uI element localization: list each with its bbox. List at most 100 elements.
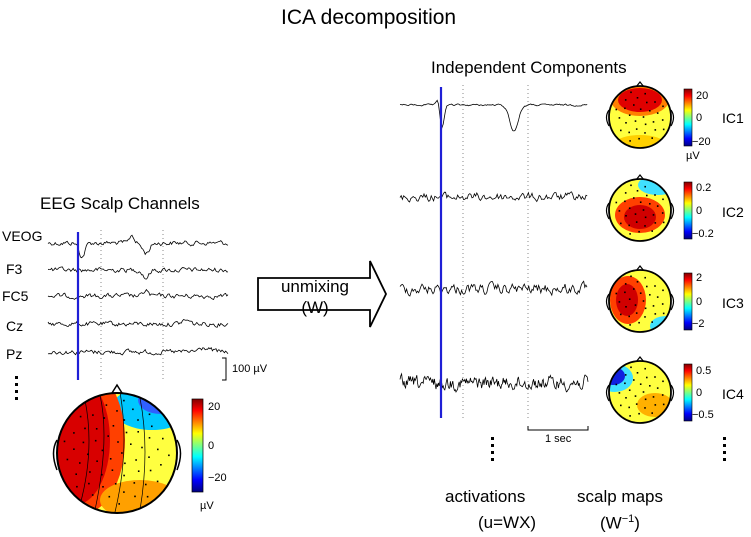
electrode-dot	[630, 366, 632, 369]
ic2-scalp-map	[605, 174, 693, 242]
pz-trace	[47, 347, 229, 356]
ic3-label: IC3	[722, 295, 744, 311]
ic4-tick-bottom: −0.5	[692, 409, 714, 421]
electrode-dot	[644, 216, 647, 219]
electrode-dot	[633, 379, 635, 381]
electrode-dot	[646, 101, 648, 104]
eeg-colorbar-tick-bottom: −20	[208, 472, 227, 484]
electrode-dot	[79, 462, 81, 464]
electrode-dot	[644, 225, 646, 227]
electrode-dot	[145, 483, 147, 486]
electrode-dot	[661, 119, 664, 121]
electrode-dot	[112, 425, 115, 427]
ic2-tick-bottom: −0.2	[692, 228, 714, 240]
electrode-dot	[615, 201, 618, 204]
electrode-dot	[628, 207, 631, 209]
ic1-trace	[399, 99, 588, 132]
electrode-dot	[652, 214, 655, 216]
electrode-dot	[651, 412, 653, 414]
electrode-dot	[656, 205, 659, 207]
electrode-dot	[133, 482, 136, 484]
electrode-dot	[642, 116, 645, 118]
electrode-dot	[88, 482, 90, 485]
ic2-tick-top: 0.2	[696, 182, 712, 194]
electrode-dot	[628, 114, 631, 116]
ic2-tick-mid: 0	[696, 205, 703, 217]
electrode-dot	[630, 91, 632, 94]
electrode-dot	[162, 437, 164, 440]
electrode-dot	[132, 408, 134, 411]
ic1-tick-bottom: −20	[692, 136, 711, 148]
electrode-dot	[149, 469, 152, 472]
electrode-dot	[123, 491, 125, 493]
electrode-dot	[661, 212, 664, 214]
electrode-dot	[628, 131, 630, 134]
electrode-dot	[116, 410, 118, 412]
electrode-dot	[82, 441, 85, 444]
channel-label-pz: Pz	[6, 346, 23, 362]
electrode-dot	[636, 190, 639, 192]
electrode-dot	[654, 376, 656, 378]
electrode-dot	[661, 303, 664, 305]
electrode-dot	[656, 112, 659, 114]
electrode-dot	[654, 313, 657, 315]
electrode-dot	[95, 428, 98, 430]
electrode-dot	[656, 387, 659, 389]
ic-traces	[399, 85, 726, 461]
electrode-dot	[125, 431, 128, 434]
channel-label-f3: F3	[6, 261, 23, 277]
more-channels-ellipsis	[15, 376, 18, 400]
arrow-label-unmixing: unmixing	[280, 277, 350, 296]
electrode-dot	[635, 221, 638, 223]
electrode-dot	[634, 120, 637, 122]
electrode-dot	[87, 453, 89, 456]
voltage-scale-label: 100 µV	[232, 363, 268, 375]
electrode-dot	[646, 194, 648, 197]
ic2-label: IC2	[722, 204, 744, 220]
electrode-dot	[94, 439, 97, 442]
ic4-tick-top: 0.5	[696, 365, 712, 377]
electrode-dot	[651, 137, 653, 139]
ic3-tick-mid: 0	[696, 296, 703, 308]
electrode-dot	[615, 292, 618, 295]
figure-title: ICA decomposition	[281, 6, 457, 29]
electrode-dot	[137, 419, 139, 421]
electrode-dot	[137, 470, 140, 472]
electrode-dot	[633, 104, 635, 106]
electrode-dot	[633, 197, 635, 199]
electrode-dot	[628, 298, 631, 300]
electrode-dot	[651, 321, 653, 323]
ic3-scalp-map	[605, 265, 693, 333]
electrode-dot	[151, 425, 153, 428]
electrode-dot	[108, 495, 111, 498]
electrode-dot	[624, 99, 627, 101]
electrode-dot	[123, 474, 125, 477]
electrode-dot	[137, 431, 139, 433]
electrode-dot	[639, 292, 642, 294]
ic3-tick-bottom: −2	[692, 318, 705, 330]
electrode-dot	[615, 108, 618, 111]
electrode-dot	[646, 376, 648, 379]
electrode-dot	[123, 399, 125, 402]
voltage-scale-bar	[222, 357, 227, 381]
scalp-maps-label: scalp maps	[577, 487, 663, 506]
electrode-dot	[652, 396, 655, 398]
electrode-dot	[662, 221, 665, 224]
electrode-dot	[629, 415, 631, 417]
eeg-colorbar-tick-mid: 0	[208, 440, 215, 452]
time-scale-label: 1 sec	[545, 433, 572, 445]
electrode-dot	[638, 321, 640, 324]
electrode-dot	[644, 316, 646, 318]
electrode-dot	[644, 123, 647, 126]
electrode-dot	[75, 473, 77, 475]
electrode-dot	[618, 301, 621, 303]
electrode-dot	[654, 101, 656, 103]
channel-label-cz: Cz	[6, 318, 24, 334]
ic4-label: IC4	[722, 386, 744, 402]
electrode-dot	[634, 304, 637, 306]
electrode-dot	[101, 473, 103, 476]
electrode-dot	[63, 440, 66, 443]
electrode-dot	[649, 110, 651, 112]
